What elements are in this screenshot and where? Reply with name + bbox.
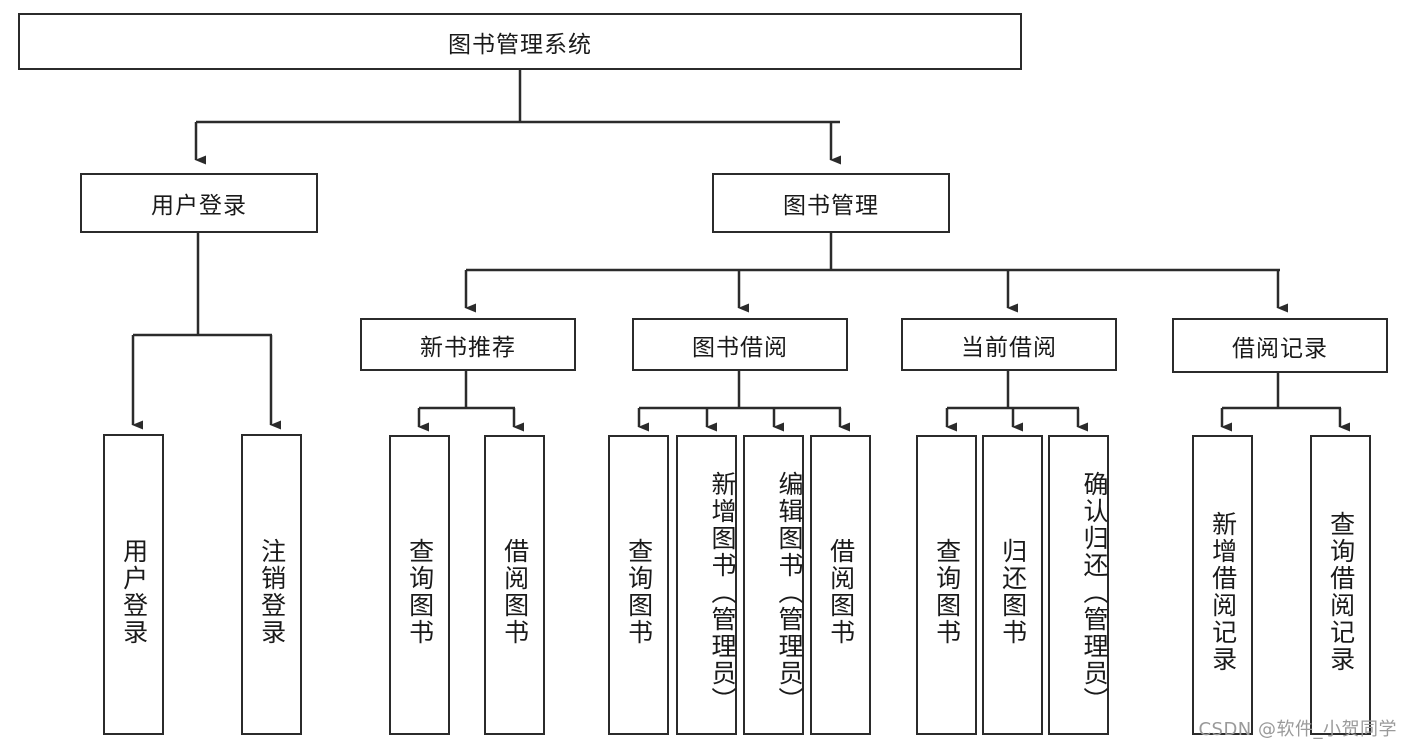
node-leaf-query-book-3[interactable]: 查询图书: [916, 435, 977, 735]
node-leaf-borrow-book-2[interactable]: 借阅图书: [810, 435, 871, 735]
node-leaf-query-record-label: 查询借阅记录: [1326, 511, 1356, 673]
node-book-manage[interactable]: 图书管理: [712, 173, 950, 233]
node-leaf-borrow-book-1-label: 借阅图书: [500, 538, 530, 646]
node-leaf-add-book[interactable]: 新增图书（管理员）: [676, 435, 737, 735]
node-current-borrow-label: 当前借阅: [961, 334, 1057, 361]
node-leaf-confirm-return[interactable]: 确认归还（管理员）: [1048, 435, 1109, 735]
node-leaf-user-login[interactable]: 用户登录: [103, 434, 164, 735]
node-current-borrow[interactable]: 当前借阅: [901, 318, 1117, 371]
node-leaf-edit-book-label: 编辑图书（管理员）: [775, 470, 804, 714]
node-leaf-return-book-label: 归还图书: [998, 538, 1028, 646]
node-root[interactable]: 图书管理系统: [18, 13, 1022, 70]
node-borrow-record[interactable]: 借阅记录: [1172, 318, 1388, 373]
node-leaf-borrow-book-1[interactable]: 借阅图书: [484, 435, 545, 735]
watermark-text: CSDN @软件_小贺同学: [1198, 719, 1397, 740]
node-leaf-edit-book[interactable]: 编辑图书（管理员）: [743, 435, 804, 735]
node-user-login[interactable]: 用户登录: [80, 173, 318, 233]
node-leaf-borrow-book-2-label: 借阅图书: [826, 538, 856, 646]
node-new-book-recommend-label: 新书推荐: [420, 334, 516, 361]
node-root-label: 图书管理系统: [448, 31, 592, 58]
node-leaf-query-book-2-label: 查询图书: [624, 538, 654, 646]
node-leaf-logout-label: 注销登录: [257, 537, 287, 646]
node-user-login-label: 用户登录: [151, 193, 247, 219]
node-leaf-query-record[interactable]: 查询借阅记录: [1310, 435, 1371, 735]
node-leaf-add-book-label: 新增图书（管理员）: [708, 470, 737, 714]
node-leaf-user-login-label: 用户登录: [119, 537, 149, 646]
node-new-book-recommend[interactable]: 新书推荐: [360, 318, 576, 371]
node-book-borrow[interactable]: 图书借阅: [632, 318, 848, 371]
node-leaf-confirm-return-label: 确认归还（管理员）: [1080, 470, 1109, 714]
node-leaf-query-book-2[interactable]: 查询图书: [608, 435, 669, 735]
node-book-manage-label: 图书管理: [783, 193, 879, 219]
node-book-borrow-label: 图书借阅: [692, 334, 788, 361]
node-leaf-query-book-1-label: 查询图书: [405, 538, 435, 646]
node-leaf-query-book-1[interactable]: 查询图书: [389, 435, 450, 735]
node-leaf-query-book-3-label: 查询图书: [932, 538, 962, 646]
node-leaf-logout[interactable]: 注销登录: [241, 434, 302, 735]
node-leaf-add-record-label: 新增借阅记录: [1208, 511, 1238, 673]
node-leaf-return-book[interactable]: 归还图书: [982, 435, 1043, 735]
node-borrow-record-label: 借阅记录: [1232, 335, 1328, 362]
node-leaf-add-record[interactable]: 新增借阅记录: [1192, 435, 1253, 735]
